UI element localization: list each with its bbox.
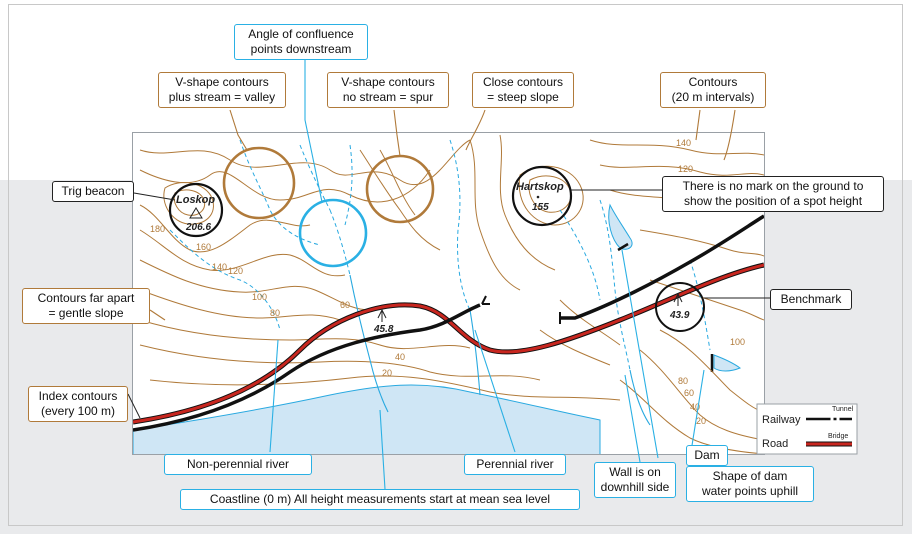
leader-lines [127, 58, 770, 490]
trig-beacon-height: 206.6 [185, 222, 211, 233]
railway [133, 303, 481, 432]
spot-height-dot-icon [536, 195, 540, 199]
callout-angle-of-confluence: Angle of confluence points downstream [234, 24, 368, 60]
callout-text: Dam [694, 448, 720, 462]
contour-label: 160 [196, 242, 211, 252]
callout-perennial-river: Perennial river [464, 454, 566, 475]
contour-label: 20 [382, 368, 392, 378]
callout-wall-downhill: Wall is on downhill side [594, 462, 676, 498]
callout-spur: V-shape contours no stream = spur [327, 72, 449, 108]
contour-label: 100 [252, 292, 267, 302]
callout-text: (20 m intervals) [671, 90, 755, 104]
callout-text: There is no mark on the ground to [682, 179, 864, 193]
legend-tunnel-label: Tunnel [832, 406, 854, 413]
contour-label: 60 [340, 300, 350, 310]
benchmark-arrow-icon [673, 292, 683, 306]
callout-index-contours: Index contours (every 100 m) [28, 386, 128, 422]
callout-text: Contours far apart [37, 291, 135, 305]
railway-east [560, 214, 764, 320]
callout-spot-height: There is no mark on the ground to show t… [662, 176, 884, 212]
callout-text: Shape of dam [712, 469, 788, 483]
spot-height-value: 155 [532, 202, 549, 213]
contour-label: 40 [395, 352, 405, 362]
callout-text: no stream = spur [342, 90, 434, 104]
callout-trig-beacon: Trig beacon [52, 181, 134, 202]
contour-label: 60 [684, 388, 694, 398]
trig-beacon-circle [168, 182, 224, 238]
dam-wall-north [617, 242, 629, 252]
callout-text: Coastline (0 m) All height measurements … [209, 492, 551, 506]
legend-railway-label: Railway [762, 414, 801, 426]
benchmark-circle [655, 282, 705, 332]
callout-text: Trig beacon [61, 184, 125, 198]
callout-text: Wall is on [609, 465, 661, 479]
contour-lines [139, 134, 764, 454]
callout-text: show the position of a spot height [683, 194, 863, 208]
contour-label: 140 [676, 138, 691, 148]
map-legend: Railway Tunnel Road Bridge [756, 403, 858, 455]
callout-benchmark: Benchmark [770, 289, 852, 310]
legend-tunnel-gap [830, 413, 840, 425]
benchmark-height-a: 45.8 [373, 324, 394, 335]
legend-road-label: Road [762, 438, 788, 450]
callout-text: plus stream = valley [168, 90, 276, 104]
callout-text: = gentle slope [48, 306, 124, 320]
callout-text: = steep slope [487, 90, 559, 104]
reservoir-north [608, 203, 633, 250]
callout-non-perennial-river: Non-perennial river [164, 454, 312, 475]
callout-text: Perennial river [476, 457, 554, 471]
railway-tunnel [481, 295, 490, 305]
contour-label: 40 [690, 402, 700, 412]
valley-circle [222, 146, 296, 220]
callout-valley: V-shape contours plus stream = valley [158, 72, 286, 108]
callout-text: water points uphill [701, 484, 799, 498]
sea-area [133, 384, 601, 454]
confluence-circle [298, 198, 368, 268]
figure-frame [8, 4, 903, 526]
callout-text: downhill side [600, 480, 670, 494]
callout-text: V-shape contours [175, 75, 269, 89]
road-fill [133, 263, 764, 424]
callout-text: (every 100 m) [40, 404, 116, 418]
contour-label: 100 [730, 337, 745, 347]
callout-text: V-shape contours [341, 75, 435, 89]
map-content [133, 134, 764, 454]
place-name-loskop: Loskop [176, 194, 215, 206]
callout-text: Index contours [38, 389, 118, 403]
callout-gentle-slope: Contours far apart = gentle slope [22, 288, 150, 324]
benchmark-arrow-icon [377, 308, 387, 322]
callout-steep-slope: Close contours = steep slope [472, 72, 574, 108]
benchmark-height-b: 43.9 [669, 310, 690, 321]
callout-dam: Dam [686, 445, 728, 466]
callout-text: Non-perennial river [186, 457, 290, 471]
contour-labels: 140 120 180 160 140 120 100 80 60 40 20 … [150, 138, 745, 426]
callout-text: Close contours [482, 75, 564, 89]
streams [169, 139, 711, 371]
legend-bridge-label: Bridge [828, 433, 848, 440]
place-name-hartskop: Hartskop [516, 181, 564, 193]
perennial-rivers [349, 274, 651, 426]
reservoir-east [713, 354, 742, 372]
contour-label: 80 [678, 376, 688, 386]
trig-beacon-icon [189, 207, 203, 219]
callout-text: Benchmark [780, 292, 842, 306]
spot-height-circle [511, 165, 573, 227]
callout-contour-interval: Contours (20 m intervals) [660, 72, 766, 108]
callout-text: Angle of confluence [248, 27, 354, 41]
callout-text: Contours [688, 75, 738, 89]
contour-label: 80 [270, 308, 280, 318]
contour-label: 120 [228, 266, 243, 276]
callout-dam-shape: Shape of dam water points uphill [686, 466, 814, 502]
callout-text: points downstream [250, 42, 352, 56]
contour-label: 140 [212, 262, 227, 272]
contour-label: 120 [678, 164, 693, 174]
callout-coastline: Coastline (0 m) All height measurements … [180, 489, 580, 510]
contour-label: 180 [150, 224, 165, 234]
contour-label: 20 [696, 416, 706, 426]
